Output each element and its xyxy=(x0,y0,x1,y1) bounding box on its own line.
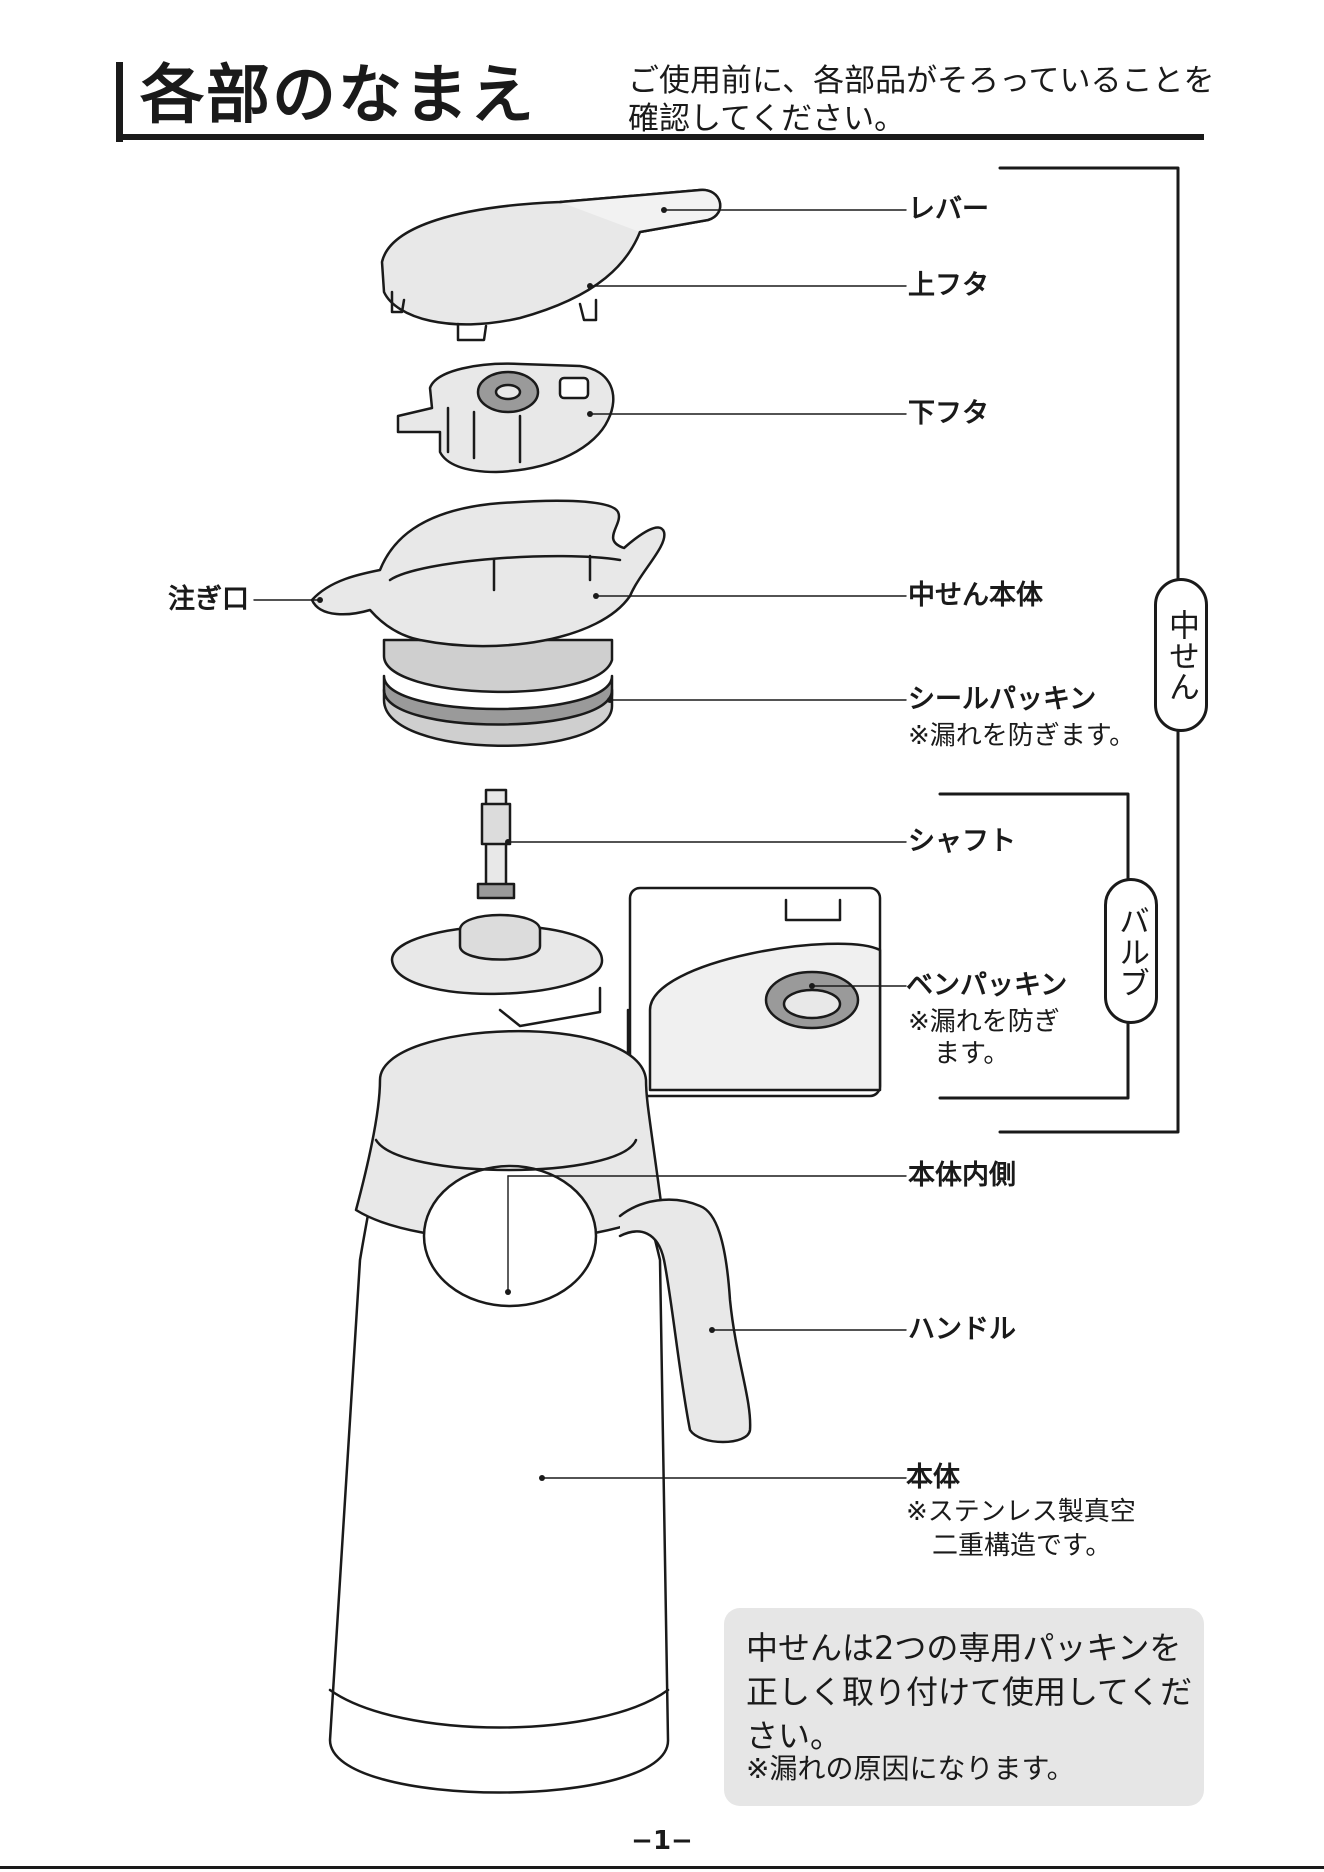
label-spout: 注ぎ口 xyxy=(168,584,249,616)
label-valve-packing: ベンパッキン xyxy=(906,970,1067,1002)
valve-inset xyxy=(630,888,880,1096)
callout-main-text: 中せんは2つの専用パッキンを正しく取り付けて使用してください。 xyxy=(746,1626,1196,1758)
page-number: −1− xyxy=(0,1826,1324,1856)
label-body-inner: 本体内側 xyxy=(908,1160,1016,1192)
note-body-1: ※ステンレス製真空 xyxy=(906,1496,1136,1528)
bottom-lid-illustration xyxy=(398,364,613,472)
label-top-lid: 上フタ xyxy=(908,270,989,302)
label-seal-packing: シールパッキン xyxy=(908,684,1096,716)
note-body-2: 二重構造です。 xyxy=(932,1530,1111,1562)
label-shaft: シャフト xyxy=(908,826,1016,858)
label-lever: レバー xyxy=(908,194,989,226)
top-lid-illustration xyxy=(382,190,720,340)
note-valve-packing-2: ます。 xyxy=(934,1038,1009,1070)
label-bottom-lid: 下フタ xyxy=(908,398,989,430)
label-stopper-body: 中せん本体 xyxy=(908,580,1043,612)
callout-note-text: ※漏れの原因になります。 xyxy=(746,1752,1075,1786)
note-valve-packing-1: ※漏れを防ぎ xyxy=(908,1006,1060,1038)
body-illustration xyxy=(330,1031,750,1792)
label-body: 本体 xyxy=(906,1462,960,1494)
shaft-illustration xyxy=(392,790,628,1062)
bottom-rule xyxy=(0,1866,1324,1869)
stopper-body-illustration xyxy=(312,501,664,746)
label-handle: ハンドル xyxy=(908,1314,1016,1346)
group-tag-valve: バルブ xyxy=(1104,878,1158,1024)
note-seal-packing: ※漏れを防ぎます。 xyxy=(908,720,1135,752)
group-tag-stopper: 中せん xyxy=(1154,578,1208,732)
